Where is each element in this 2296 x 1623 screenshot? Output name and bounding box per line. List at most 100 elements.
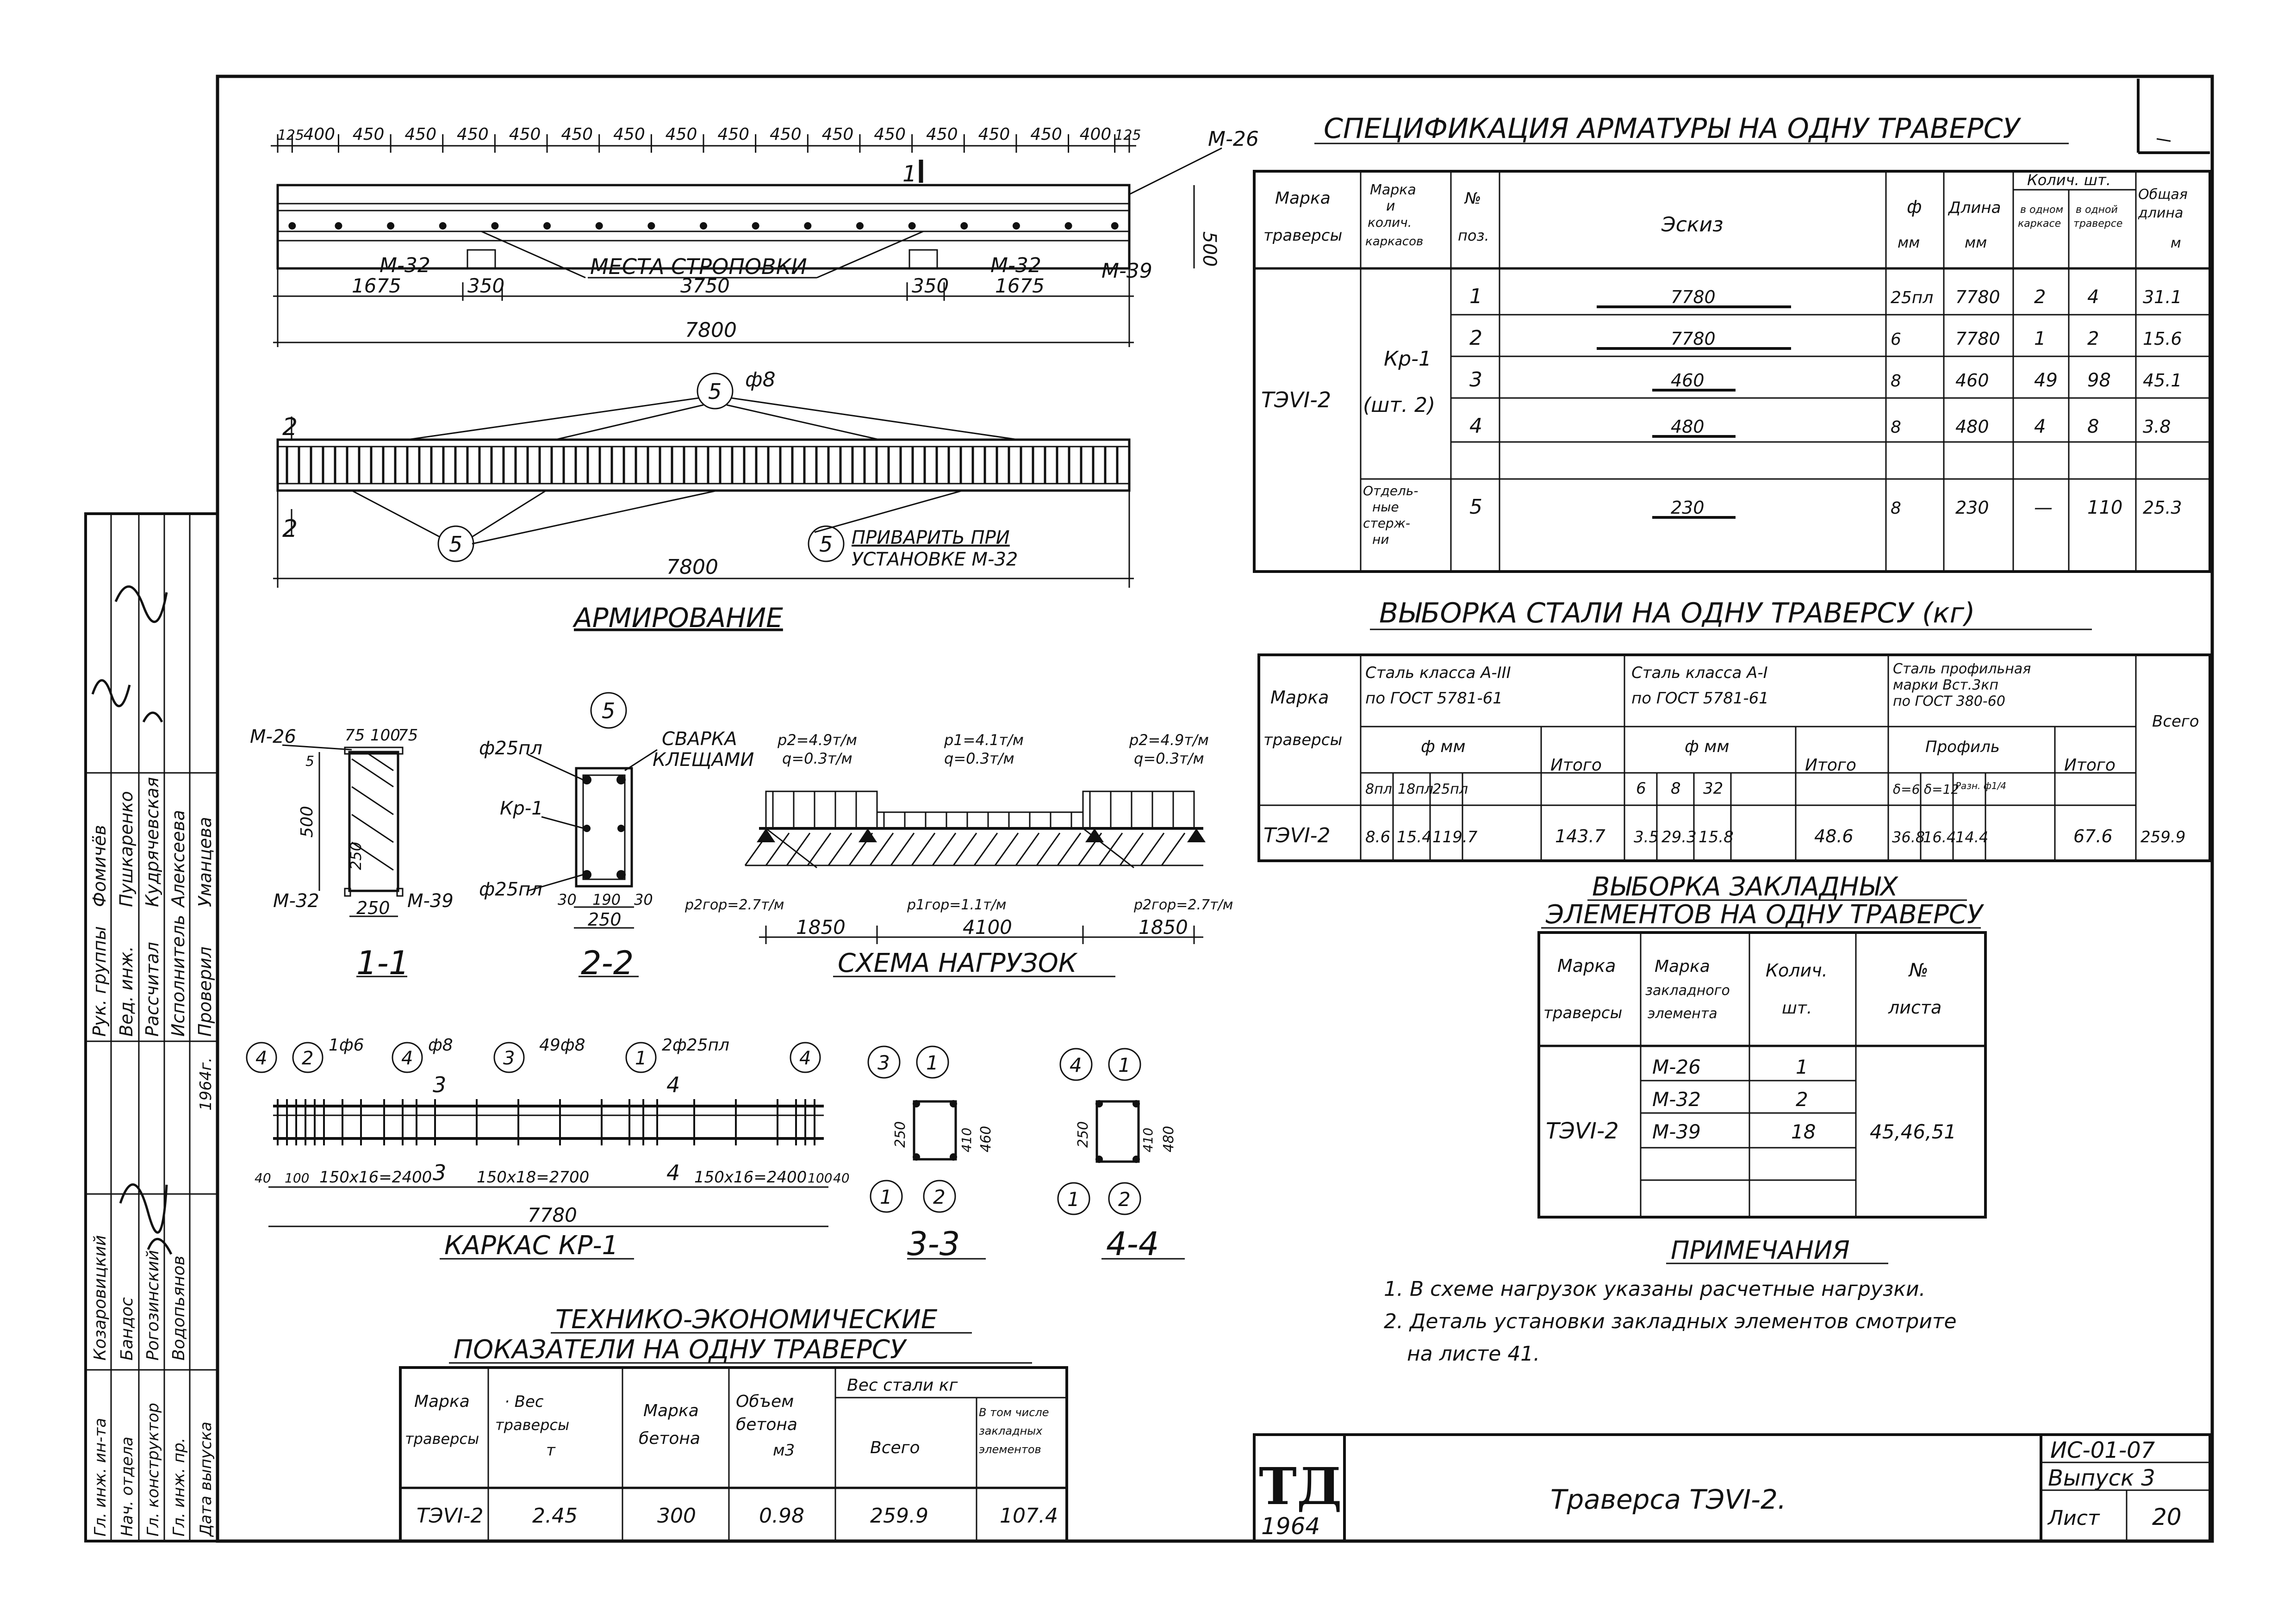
lifting-points-label: МЕСТА СТРОПОВКИ	[590, 254, 807, 279]
load-q-left: q=0.3т/м	[782, 750, 852, 767]
cage-callout-1: 1	[635, 1048, 647, 1069]
s44-title: 4-4	[1106, 1225, 1159, 1263]
cage-mark-3: 3	[433, 1072, 446, 1097]
title-name: Траверса ТЭVI-2.	[1550, 1484, 1786, 1515]
load-pgor-left: р2гор=2.7т/м	[684, 897, 784, 913]
section-1-1: М-26 М-32 М-39 75 100 75 5 500 250 250 1…	[250, 726, 454, 982]
sec22-weld-1: СВАРКА	[662, 728, 737, 750]
cage-dim-40b: 40	[833, 1170, 850, 1186]
horizontal-load-arrow	[994, 833, 1019, 866]
embed-table: ВЫБОРКА ЗАКЛАДНЫХ ЭЛЕМЕНТОВ НА ОДНУ ТРАВ…	[1537, 872, 1987, 1219]
tech-title-1: ТЕХНИКО-ЭКОНОМИЧЕСКИЕ	[555, 1305, 938, 1335]
embed-h-mark-2: траверсы	[1543, 1004, 1622, 1022]
reinforcing-view: 5 ф8 2 2 5 5 ПРИВАРИТЬ ПРИ УСТАНОВКЕ М-3…	[273, 368, 1134, 634]
sec11-dim-250: 250	[356, 898, 390, 918]
notes-title: ПРИМЕЧАНИЯ	[1671, 1236, 1850, 1265]
callout-5-left: 5	[449, 532, 462, 557]
tech-h-weight-2: траверсы	[495, 1416, 569, 1434]
side-stamp: Рук. группы Вед. инж. Рассчитал Исполнит…	[84, 512, 219, 1542]
sec11-m39: М-39	[407, 890, 454, 912]
horizontal-load-arrow	[1015, 833, 1040, 866]
spec-h-total-2: длина	[2138, 205, 2183, 221]
section-4-4: 4 1 1 2 250 410 480 4-4	[1057, 1048, 1185, 1263]
steel-a1-1: 3.5	[1634, 828, 1659, 846]
spec-pos: 3	[1469, 368, 1482, 392]
embed-row1-qty: 1	[1796, 1056, 1808, 1078]
load-dim-3: 1850	[1139, 916, 1188, 939]
steel-h-a3-1: Сталь класса А-III	[1365, 664, 1511, 682]
title-logo: ТД	[1259, 1456, 1342, 1516]
spec-sep-4: ни	[1372, 532, 1389, 547]
tech-title-2: ПОКАЗАТЕЛИ НА ОДНУ ТРАВЕРСУ	[454, 1335, 908, 1365]
spacing-label: 450	[353, 125, 385, 144]
tech-h-steel: Вес стали кг	[847, 1376, 958, 1395]
anchor-dot	[960, 222, 968, 230]
signature-scribble	[91, 585, 173, 1255]
s33-dim-250: 250	[892, 1121, 908, 1148]
spec-diam: 8	[1891, 499, 1901, 518]
spacing-label: 450	[822, 125, 854, 144]
tech-h-vol-3: м3	[773, 1441, 795, 1460]
steel-sub-prof-3: Разн. ф1/4	[1955, 780, 2006, 791]
spec-qty-frame: 1	[2034, 328, 2046, 349]
spec-length: 480	[1955, 417, 1989, 437]
load-dim-2: 4100	[963, 916, 1012, 939]
sec11-dim-500: 500	[298, 806, 317, 838]
steel-h-itogo-a3: Итого	[1550, 756, 1602, 775]
anchor-dot	[439, 222, 447, 230]
s44-callout-1b: 1	[1067, 1188, 1080, 1211]
cage-label-2f25: 2ф25пл	[662, 1036, 729, 1055]
horizontal-load-arrow	[911, 833, 936, 866]
spacing-label: 125	[278, 127, 304, 143]
anchor-dot	[335, 222, 342, 230]
cage-dim-40a: 40	[255, 1170, 271, 1186]
sec22-dim-190: 190	[592, 891, 621, 908]
tech-table: ТЕХНИКО-ЭКОНОМИЧЕСКИЕ ПОКАЗАТЕЛИ НА ОДНУ…	[399, 1305, 1068, 1542]
title-year: 1964	[1261, 1513, 1320, 1540]
cage-callout-3: 3	[503, 1048, 515, 1069]
stamp-name-2: Пушкаренко	[116, 791, 137, 907]
spacing-label: 450	[613, 125, 645, 144]
steel-a1-3: 15.8	[1699, 828, 1734, 846]
steel-sub-a3-1: 8пл	[1365, 781, 1392, 797]
spec-h-sketch: Эскиз	[1661, 213, 1723, 236]
tech-row-trav: ТЭVI-2	[417, 1504, 484, 1528]
label-m32-left: М-32	[380, 254, 430, 277]
dim-total-reinf: 7800	[666, 555, 718, 579]
spec-sep-1: Отдель-	[1363, 483, 1418, 498]
cage-kr1: 4 2 4 3 1 4 1ф6 ф8 49ф8 2ф25пл 3 4 3 4 4…	[246, 1036, 850, 1261]
weld-note-2: УСТАНОВКЕ М-32	[852, 549, 1018, 570]
stamp2-name-2: Бандос	[118, 1297, 137, 1361]
sec22-dim-30b: 30	[634, 891, 653, 908]
spec-h-qty: Колич. шт.	[2027, 171, 2111, 189]
spacing-label: 450	[770, 125, 802, 144]
embed-h-el-1: Марка	[1655, 957, 1710, 976]
spec-sketch-len: 7780	[1671, 329, 1716, 349]
cage-label-49f8: 49ф8	[539, 1036, 585, 1055]
steel-a3-2: 15.4	[1397, 828, 1432, 846]
tech-row-grade: 300	[657, 1504, 696, 1528]
s44-callout-1a: 1	[1118, 1054, 1131, 1076]
load-q-mid: q=0.3т/м	[944, 750, 1014, 767]
spec-qty-frame: 2	[2034, 286, 2046, 308]
steel-h-profile: Профиль	[1925, 738, 2000, 756]
spec-total-length: 25.3	[2143, 497, 2182, 518]
horizontal-load-arrow	[848, 833, 873, 866]
spec-qty-traverse: 8	[2087, 416, 2099, 437]
tech-h-mark-2: траверсы	[405, 1430, 479, 1448]
steel-sub-a1-2: 8	[1671, 779, 1681, 798]
spacing-label: 450	[717, 125, 749, 144]
title-block: ТД 1964 Траверса ТЭVI-2. ИС-01-07 Выпуск…	[1253, 1433, 2211, 1542]
spec-sketch-len: 460	[1671, 370, 1705, 391]
embed-h-sheet-2: листа	[1888, 997, 1941, 1018]
embed-row1-el: М-26	[1652, 1056, 1701, 1078]
s33-callout-1a: 1	[926, 1051, 939, 1074]
stamp2-role-2: Нач. отдела	[118, 1436, 137, 1536]
spec-h-pos-2: поз.	[1458, 227, 1489, 244]
steel-h-prof-1: Сталь профильная	[1893, 661, 2031, 677]
dim-lower-1: 1675	[352, 274, 401, 297]
sec11-dim-75a: 75	[345, 726, 365, 745]
horizontal-load-arrow	[869, 833, 894, 866]
sec11-dim-5: 5	[305, 753, 314, 770]
